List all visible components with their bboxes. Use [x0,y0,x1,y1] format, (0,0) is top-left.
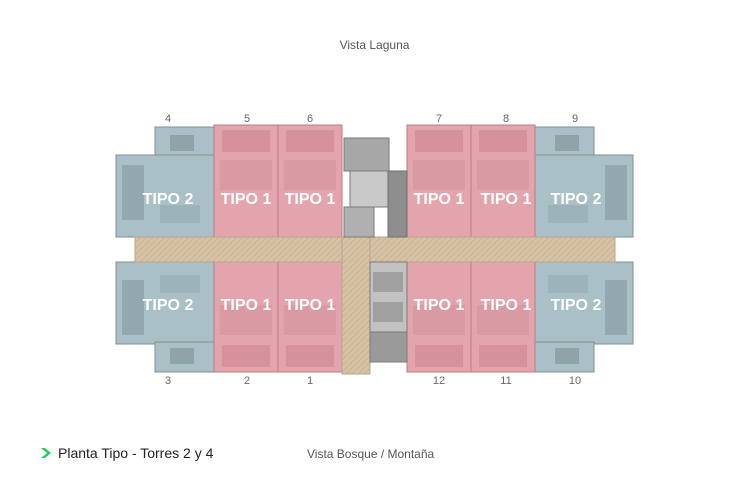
view-label-bottom: Vista Bosque / Montaña [307,447,435,461]
unit-number-6: 6 [306,113,314,125]
label-tipo1-6: TIPO 1 [285,191,336,208]
unit-tipo1-2[interactable] [213,261,279,373]
unit-tipo2-9[interactable] [534,126,634,238]
core-top [343,137,408,238]
label-tipo1-8: TIPO 1 [481,191,532,208]
unit-number-12: 12 [432,375,446,387]
unit-tipo1-1[interactable] [277,261,343,373]
unit-number-7: 7 [435,113,443,125]
unit-number-4: 4 [164,113,172,125]
unit-tipo1-12[interactable] [406,261,472,373]
label-tipo1-7: TIPO 1 [414,191,465,208]
label-tipo2-9: TIPO 2 [551,191,602,208]
unit-tipo1-11[interactable] [470,261,536,373]
unit-number-2: 2 [243,375,251,387]
unit-number-8: 8 [502,113,510,125]
plan-title-text: Planta Tipo - Torres 2 y 4 [58,445,214,461]
unit-tipo1-6[interactable] [277,124,343,238]
unit-number-11: 11 [500,375,512,387]
label-tipo2-10: TIPO 2 [551,297,602,314]
label-tipo2-4: TIPO 2 [143,191,194,208]
unit-tipo2-10[interactable] [534,261,634,373]
corridor [134,236,616,263]
unit-number-1: 1 [306,375,314,387]
chevron-right-icon [41,448,51,458]
unit-tipo2-3[interactable] [115,261,215,373]
plan-title: Planta Tipo - Torres 2 y 4 [40,445,213,461]
unit-number-5: 5 [243,113,251,125]
unit-number-10: 10 [568,375,582,387]
label-tipo1-1: TIPO 1 [285,297,336,314]
label-tipo1-5: TIPO 1 [221,191,272,208]
unit-number-3: 3 [164,375,172,387]
view-label-top: Vista Laguna [339,38,410,52]
unit-tipo1-8[interactable] [470,124,536,238]
label-tipo1-12: TIPO 1 [414,297,465,314]
label-tipo2-3: TIPO 2 [143,297,194,314]
core-bottom [369,261,408,363]
unit-tipo1-5[interactable] [213,124,279,238]
corridor-vertical [341,236,371,375]
label-tipo1-11: TIPO 1 [481,297,532,314]
unit-number-9: 9 [571,113,579,125]
unit-tipo2-4[interactable] [115,126,215,238]
label-tipo1-2: TIPO 1 [221,297,272,314]
unit-tipo1-7[interactable] [406,124,472,238]
